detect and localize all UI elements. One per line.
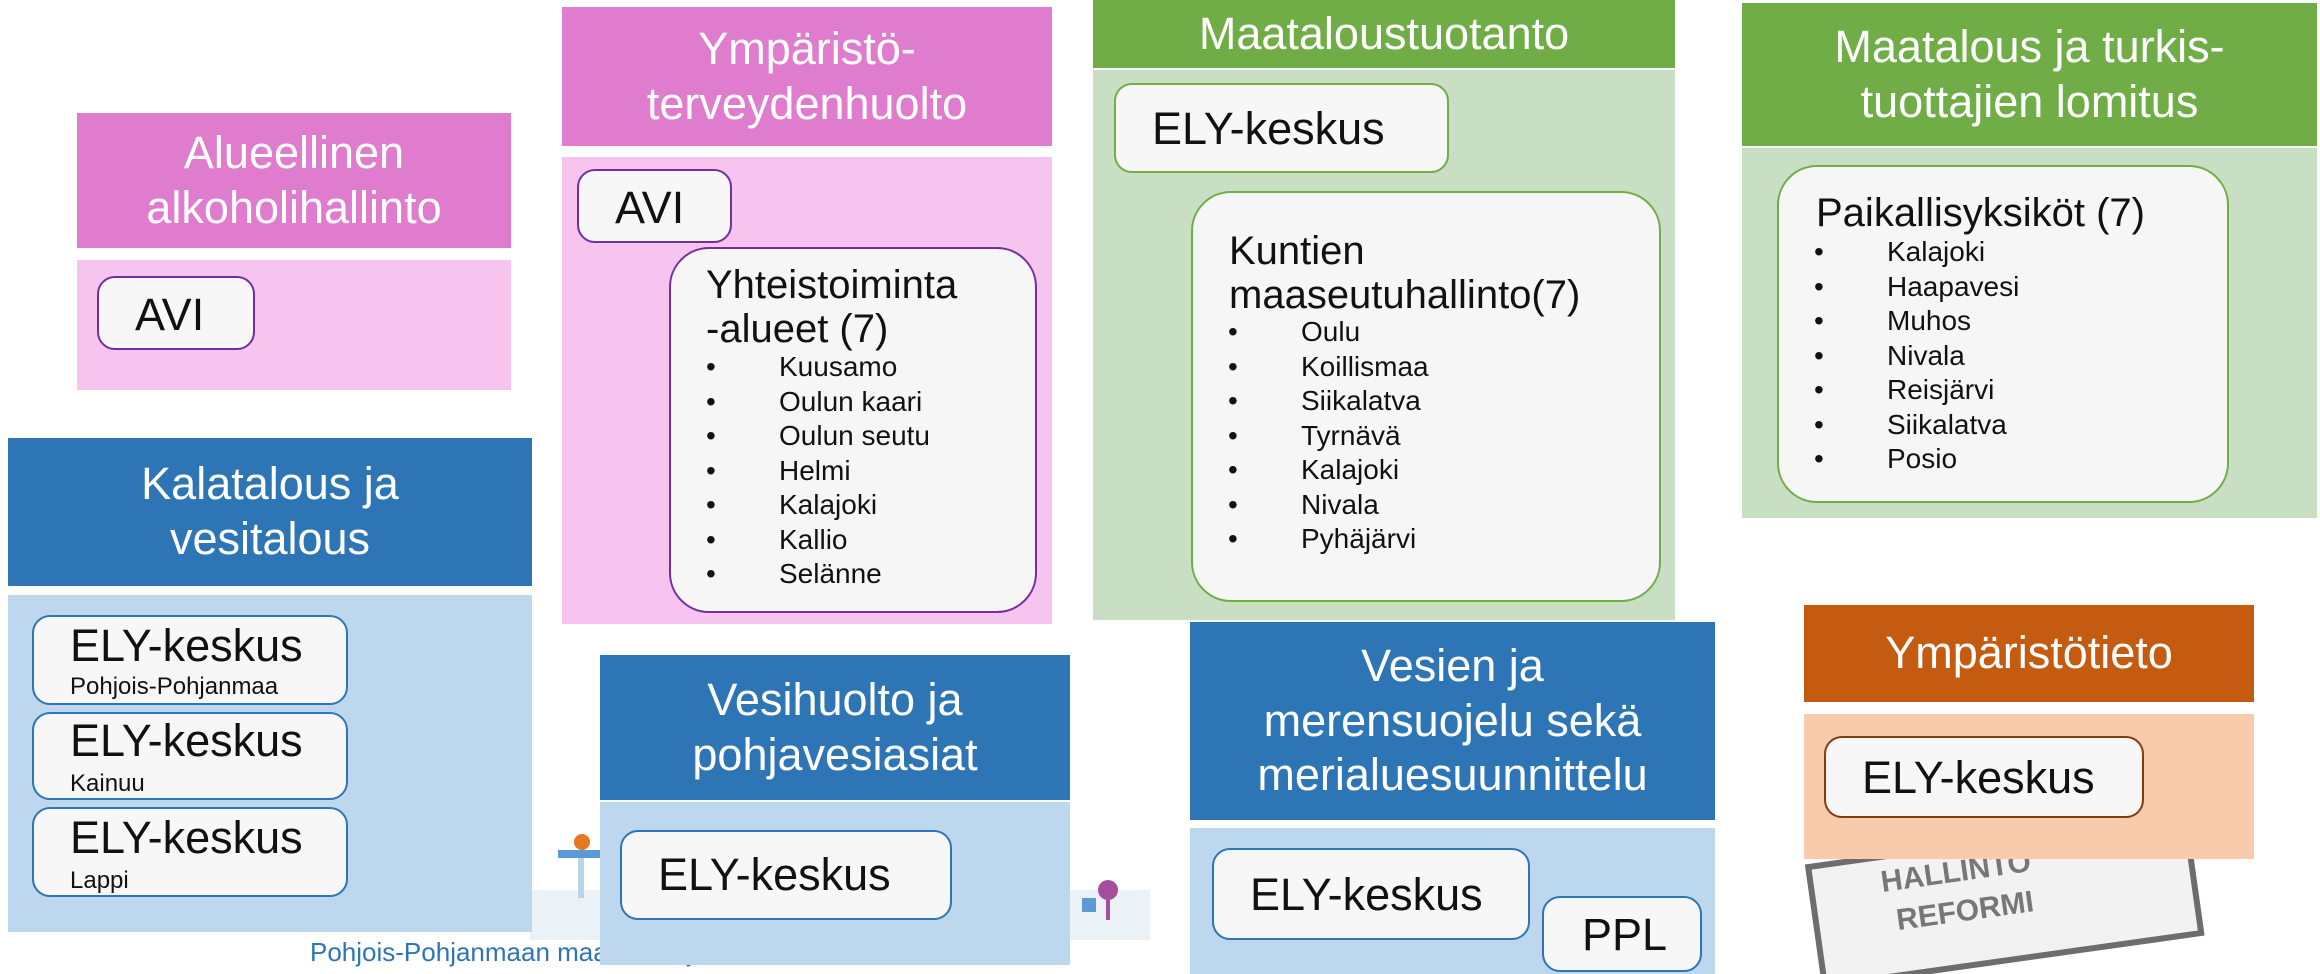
kala-ely-region-1: Pohjois-Pohjanmaa [70,673,279,700]
list-item: Koillismaa [1228,350,1428,385]
ymp-title-line1: Ympäristö- [698,22,916,74]
vesihuolto-title-line1: Vesihuolto ja [707,673,963,725]
maat-body: ELY-keskus Kuntien maaseutuhallinto(7) O… [1093,70,1675,620]
ymptieto-title: Ympäristötieto [1885,627,2173,679]
lomitus-body: Paikallisyksiköt (7) Kalajoki Haapavesi … [1742,148,2317,518]
list-item: Kalajoki [1228,453,1429,488]
maat-title: Maataloustuotanto [1198,7,1570,59]
maat-ely-box: ELY-keskus [1114,83,1449,173]
kala-title-line1: Kalatalous ja [141,458,399,510]
kala-ely-label-2: ELY-keskus [70,715,303,766]
lomitus-list: Kalajoki Haapavesi Muhos Nivala Reisjärv… [1814,235,2019,477]
list-item: Oulun seutu [706,419,930,454]
lomitus-title-line2: tuottajien lomitus [1860,75,2199,127]
ymp-body: AVI Yhteistoiminta -alueet (7) Kuusamo O… [562,157,1052,624]
alko-avi-label: AVI [135,289,205,340]
vesien-title-line1: Vesien ja [1361,639,1544,691]
vesihuolto-body: ELY-keskus [600,802,1070,965]
maat-header: Maataloustuotanto [1093,0,1675,68]
ymp-avi-box: AVI [577,169,732,243]
vesien-title-line3: merialuesuunnittelu [1257,749,1648,801]
list-item: Kuusamo [706,350,930,385]
kala-ely-box-3: ELY-keskus Lappi [32,807,348,897]
maat-sub-title: Kuntien maaseutuhallinto(7) [1229,229,1580,317]
list-item: Kalajoki [1814,235,2019,270]
ymp-header: Ympäristö-terveydenhuolto [562,7,1052,146]
maat-sub-title-line2: maaseutuhallinto(7) [1229,273,1581,317]
ymp-avi-label: AVI [615,182,685,233]
maat-ely-label: ELY-keskus [1152,103,1385,154]
alko-avi-box: AVI [97,276,255,350]
lomitus-sub-box: Paikallisyksiköt (7) Kalajoki Haapavesi … [1777,165,2229,503]
kala-title-line2: vesitalous [169,513,371,564]
vesien-ppl-box: PPL [1542,896,1702,972]
alko-body: AVI [77,260,511,390]
ymp-list: Kuusamo Oulun kaari Oulun seutu Helmi Ka… [706,350,930,592]
list-item: Siikalatva [1228,384,1429,419]
ymptieto-ely-label: ELY-keskus [1862,752,2095,803]
vesien-body: ELY-keskus PPL [1190,828,1715,974]
kala-ely-label-1: ELY-keskus [70,620,303,671]
ymp-sub-title-line1: Yhteistoiminta [706,263,958,307]
list-item: Reisjärvi [1814,373,2019,408]
list-item: Siikalatva [1814,408,2019,443]
list-item: Posio [1814,442,2019,477]
list-item: Nivala [1228,488,1429,523]
list-item: Kalajoki [706,488,930,523]
figure-head-icon [574,834,590,850]
maat-list: Oulu Koillismaa Siikalatva Tyrnävä Kalaj… [1228,315,1429,557]
lomitus-header: Maatalous ja turkis-tuottajien lomitus [1742,3,2317,146]
vesien-ely-box: ELY-keskus [1212,848,1530,940]
ymptieto-body: ELY-keskus [1804,714,2254,859]
list-item: Muhos [1814,304,2019,339]
ymptieto-ely-box: ELY-keskus [1824,736,2144,818]
tree-icon [1098,880,1118,900]
kala-ely-region-3: Lappi [70,867,129,894]
list-item: Pyhäjärvi [1228,522,1429,557]
kala-ely-region-2: Kainuu [70,770,145,797]
maat-sub-box: Kuntien maaseutuhallinto(7) Oulu Koillis… [1191,191,1661,602]
list-item: Selänne [706,557,930,592]
kala-ely-box-2: ELY-keskus Kainuu [32,712,348,800]
list-item: Oulu [1228,315,1429,350]
kala-ely-box-1: ELY-keskus Pohjois-Pohjanmaa [32,615,348,705]
alko-title-line2: alkoholihallinto [146,181,442,233]
ymptieto-header: Ympäristötieto [1804,605,2254,702]
vesien-title-line2: merensuojelu sekä [1263,694,1642,746]
vesien-ely-label: ELY-keskus [1250,869,1483,920]
ymp-sub-title-line2: -alueet (7) [706,307,889,351]
kala-body: ELY-keskus Pohjois-Pohjanmaa ELY-keskus … [8,595,532,932]
vesien-ppl-label: PPL [1582,909,1668,960]
list-item: Tyrnävä [1228,419,1429,454]
kala-ely-label-3: ELY-keskus [70,812,303,863]
lomitus-title-line1: Maatalous ja turkis- [1834,20,2225,72]
list-item: Nivala [1814,339,2019,374]
alko-title-line1: Alueellinen [183,126,405,178]
list-item: Kallio [706,523,930,558]
ymp-title-line2: terveydenhuolto [646,77,968,129]
maat-sub-title-line1: Kuntien [1229,229,1365,273]
vesihuolto-ely-box: ELY-keskus [620,830,952,920]
vesihuolto-title-line2: pohjavesiasiat [692,728,978,780]
lomitus-sub-title: Paikallisyksiköt (7) [1816,191,2145,235]
vesihuolto-ely-label: ELY-keskus [658,849,891,900]
list-item: Helmi [706,454,930,489]
ymp-sub-box: Yhteistoiminta -alueet (7) Kuusamo Oulun… [669,247,1037,613]
list-item: Oulun kaari [706,385,930,420]
ymp-sub-title: Yhteistoiminta -alueet (7) [706,263,957,351]
list-item: Haapavesi [1814,270,2019,305]
